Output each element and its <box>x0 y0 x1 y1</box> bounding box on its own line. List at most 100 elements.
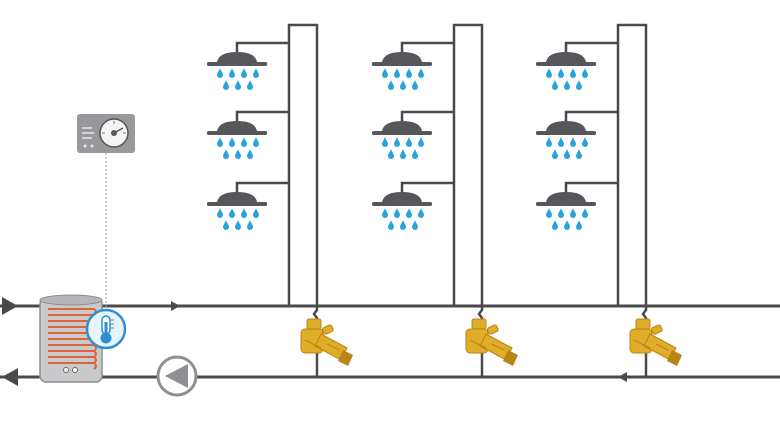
water-drop-icon <box>418 137 424 147</box>
shower-head-cap <box>217 52 257 62</box>
water-drop-icon <box>570 208 576 218</box>
water-drop-icon <box>418 68 424 78</box>
water-drop-icon <box>247 220 253 230</box>
valve-handwheel <box>635 318 651 330</box>
water-drop-icon <box>564 80 570 90</box>
shower-head-cap <box>382 52 422 62</box>
valve-handwheel <box>306 318 322 330</box>
water-drop-icon <box>412 80 418 90</box>
water-drop-icon <box>247 149 253 159</box>
water-drop-icon <box>564 149 570 159</box>
water-drop-icon <box>217 208 223 218</box>
shower-head-icon <box>536 110 618 159</box>
balancing-valve-icon <box>465 318 518 366</box>
valve-detail <box>469 339 487 349</box>
shower-head-cap <box>546 192 586 202</box>
valve-outlet-end <box>667 350 682 366</box>
risers <box>207 23 682 377</box>
shower-arm <box>564 181 618 193</box>
shower-arm <box>235 110 289 122</box>
water-drop-icon <box>253 208 259 218</box>
water-drop-icon <box>229 208 235 218</box>
riser-pipe <box>616 23 648 306</box>
water-drop-icon <box>546 137 552 147</box>
water-drop-icon <box>570 68 576 78</box>
shower-head-icon <box>536 181 618 230</box>
valve-detail <box>655 343 669 351</box>
water-drop-icon <box>400 149 406 159</box>
water-drop-icon <box>241 137 247 147</box>
return-flow-arrow-icon <box>618 372 627 382</box>
controller <box>77 114 135 312</box>
shower-head-cap <box>546 52 586 62</box>
supply-inlet-arrow-right-icon <box>2 297 18 315</box>
shower-head-icon <box>207 181 289 230</box>
riser-pipe <box>287 23 319 306</box>
riser-1 <box>207 23 353 377</box>
shower-head-plate <box>372 131 432 135</box>
water-drop-icon <box>229 137 235 147</box>
shower-head-plate <box>372 62 432 66</box>
main-pipes <box>0 304 780 379</box>
water-drop-icon <box>235 220 241 230</box>
water-drop-icon <box>253 137 259 147</box>
shower-head-icon <box>207 41 289 90</box>
water-drop-icon <box>400 80 406 90</box>
water-drop-icon <box>418 208 424 218</box>
valve-outlet-end <box>338 350 353 366</box>
water-drop-icon <box>582 208 588 218</box>
water-drop-icon <box>552 220 558 230</box>
shower-arm <box>235 181 289 193</box>
shower-head-icon <box>207 110 289 159</box>
water-drop-icon <box>229 68 235 78</box>
shower-head-cap <box>382 121 422 131</box>
shower-head-icon <box>536 41 618 90</box>
shower-head-plate <box>536 131 596 135</box>
water-drop-icon <box>394 137 400 147</box>
pump-icon <box>156 355 198 397</box>
water-drop-icon <box>400 220 406 230</box>
shower-head-plate <box>536 202 596 206</box>
water-drop-icon <box>394 68 400 78</box>
water-drop-icon <box>394 208 400 218</box>
water-drop-icon <box>582 68 588 78</box>
water-drop-icon <box>406 137 412 147</box>
water-drop-icon <box>564 220 570 230</box>
water-drop-icon <box>382 208 388 218</box>
water-drop-icon <box>412 149 418 159</box>
water-drop-icon <box>546 68 552 78</box>
water-drop-icon <box>388 220 394 230</box>
water-drop-icon <box>558 137 564 147</box>
supply-flow-arrow-icon <box>171 301 180 311</box>
water-drop-icon <box>388 149 394 159</box>
shower-arm <box>564 110 618 122</box>
shower-arm <box>400 41 454 53</box>
shower-head-plate <box>207 202 267 206</box>
water-drop-icon <box>546 208 552 218</box>
riser-pipe <box>452 23 484 306</box>
water-drop-icon <box>570 137 576 147</box>
water-drop-icon <box>576 220 582 230</box>
water-drop-icon <box>406 68 412 78</box>
water-drop-icon <box>241 68 247 78</box>
water-drop-icon <box>552 149 558 159</box>
shower-head-cap <box>217 192 257 202</box>
valve-port <box>321 324 334 335</box>
shower-arm <box>235 41 289 53</box>
valve-detail <box>304 339 322 349</box>
return-outlet-arrow-left-icon <box>2 368 18 386</box>
valve-handwheel <box>471 318 487 330</box>
flow-arrows <box>2 297 627 386</box>
water-drop-icon <box>406 208 412 218</box>
water-drop-icon <box>388 80 394 90</box>
valve-detail <box>326 343 340 351</box>
shower-head-icon <box>372 110 454 159</box>
water-drop-icon <box>241 208 247 218</box>
water-drop-icon <box>412 220 418 230</box>
water-drop-icon <box>582 137 588 147</box>
shower-arm <box>564 41 618 53</box>
riser-2 <box>372 23 518 377</box>
shower-head-icon <box>372 41 454 90</box>
shower-head-icon <box>372 181 454 230</box>
